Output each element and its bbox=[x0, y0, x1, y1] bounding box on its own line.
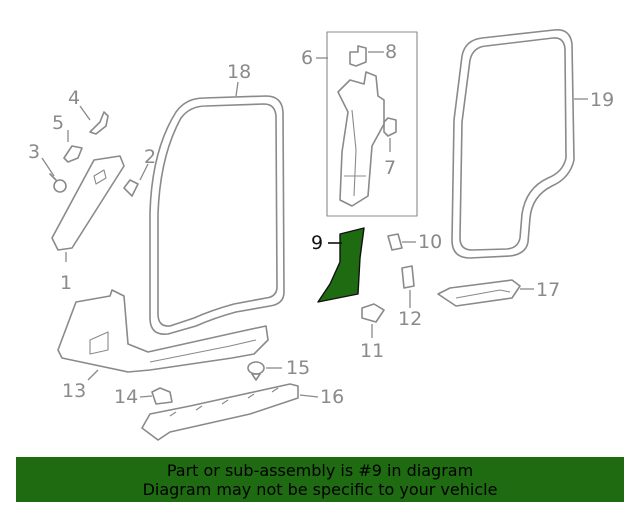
part-1-a-pillar-trim[interactable] bbox=[51, 155, 125, 251]
leader-lines bbox=[41, 51, 588, 398]
callout-18: 18 bbox=[227, 61, 251, 83]
part-14-clip[interactable] bbox=[151, 387, 173, 405]
part-6-assembly-box bbox=[326, 31, 418, 217]
callout-9: 9 bbox=[311, 232, 323, 254]
callout-2: 2 bbox=[144, 146, 156, 168]
part-17-sill-plate[interactable] bbox=[437, 279, 521, 307]
callout-1: 1 bbox=[60, 272, 72, 294]
parts-diagram: 1 2 3 4 5 6 7 8 9 10 11 12 13 14 15 16 1… bbox=[28, 28, 614, 441]
part-2-clip[interactable] bbox=[123, 179, 139, 197]
callout-17: 17 bbox=[536, 279, 560, 301]
part-5-clip[interactable] bbox=[63, 145, 83, 163]
part-8-clip[interactable] bbox=[349, 45, 367, 67]
part-11-bracket[interactable] bbox=[361, 303, 385, 323]
callout-4: 4 bbox=[68, 87, 80, 109]
callout-7: 7 bbox=[384, 157, 396, 179]
part-13-scuff-plate[interactable] bbox=[57, 289, 269, 373]
part-18-front-door-seal[interactable] bbox=[149, 95, 285, 335]
part-7-clip[interactable] bbox=[383, 117, 397, 137]
banner-line-1: Part or sub-assembly is #9 in diagram bbox=[166, 461, 474, 480]
callout-14: 14 bbox=[114, 386, 138, 408]
callout-10: 10 bbox=[418, 231, 442, 253]
part-16-sill-trim[interactable] bbox=[141, 383, 299, 441]
part-12-clip[interactable] bbox=[401, 265, 415, 289]
callout-13: 13 bbox=[62, 380, 86, 402]
callout-6: 6 bbox=[301, 47, 313, 69]
part-15-push-pin[interactable] bbox=[247, 361, 265, 381]
callout-8: 8 bbox=[385, 41, 397, 63]
callout-labels: 1 2 3 4 5 6 7 8 9 10 11 12 13 14 15 16 1… bbox=[28, 41, 614, 408]
callout-12: 12 bbox=[398, 308, 422, 330]
callout-11: 11 bbox=[360, 340, 384, 362]
banner-line-2: Diagram may not be specific to your vehi… bbox=[142, 480, 498, 499]
part-9-highlighted-trim[interactable] bbox=[317, 227, 365, 303]
callout-16: 16 bbox=[320, 386, 344, 408]
callout-3: 3 bbox=[28, 141, 40, 163]
part-4-bracket[interactable] bbox=[89, 111, 109, 135]
part-19-side-door-seal[interactable] bbox=[451, 28, 575, 259]
part-10-retainer[interactable] bbox=[387, 233, 403, 251]
part-6-pillar-trim[interactable] bbox=[337, 71, 385, 207]
info-banner: Part or sub-assembly is #9 in diagram Di… bbox=[16, 457, 624, 502]
part-3-screw[interactable] bbox=[49, 173, 67, 193]
callout-5: 5 bbox=[52, 112, 64, 134]
callout-19: 19 bbox=[590, 89, 614, 111]
callout-15: 15 bbox=[286, 357, 310, 379]
